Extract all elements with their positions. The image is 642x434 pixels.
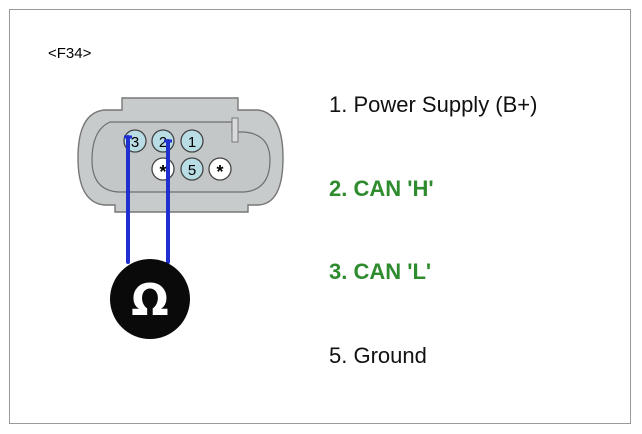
legend-pin-3: 3. CAN 'L' xyxy=(329,259,432,284)
pin-5-label: 5 xyxy=(188,162,196,179)
pin-1: 1 xyxy=(180,129,204,153)
diagram-frame xyxy=(9,9,631,424)
connector-inner-cavity xyxy=(91,121,271,193)
ohm-icon: Ω xyxy=(131,275,168,326)
pin-5: 5 xyxy=(180,157,204,181)
ohmmeter: Ω xyxy=(110,259,190,339)
pin-empty-right-label: * xyxy=(216,162,223,182)
legend-pin-2: 2. CAN 'H' xyxy=(329,176,434,201)
pin-2-label: 2 xyxy=(159,134,167,151)
pin-empty-right: * xyxy=(208,157,232,182)
pin-1-label: 1 xyxy=(188,134,196,151)
legend-pin-5: 5. Ground xyxy=(329,343,427,368)
pin-empty-left-label: * xyxy=(159,162,166,182)
ohmmeter-body xyxy=(110,259,190,339)
legend-pin-1: 1. Power Supply (B+) xyxy=(329,92,538,117)
connector-latch xyxy=(231,117,239,143)
connector-id-label: <F34> xyxy=(48,45,92,62)
pin-3-label: 3 xyxy=(131,134,139,151)
